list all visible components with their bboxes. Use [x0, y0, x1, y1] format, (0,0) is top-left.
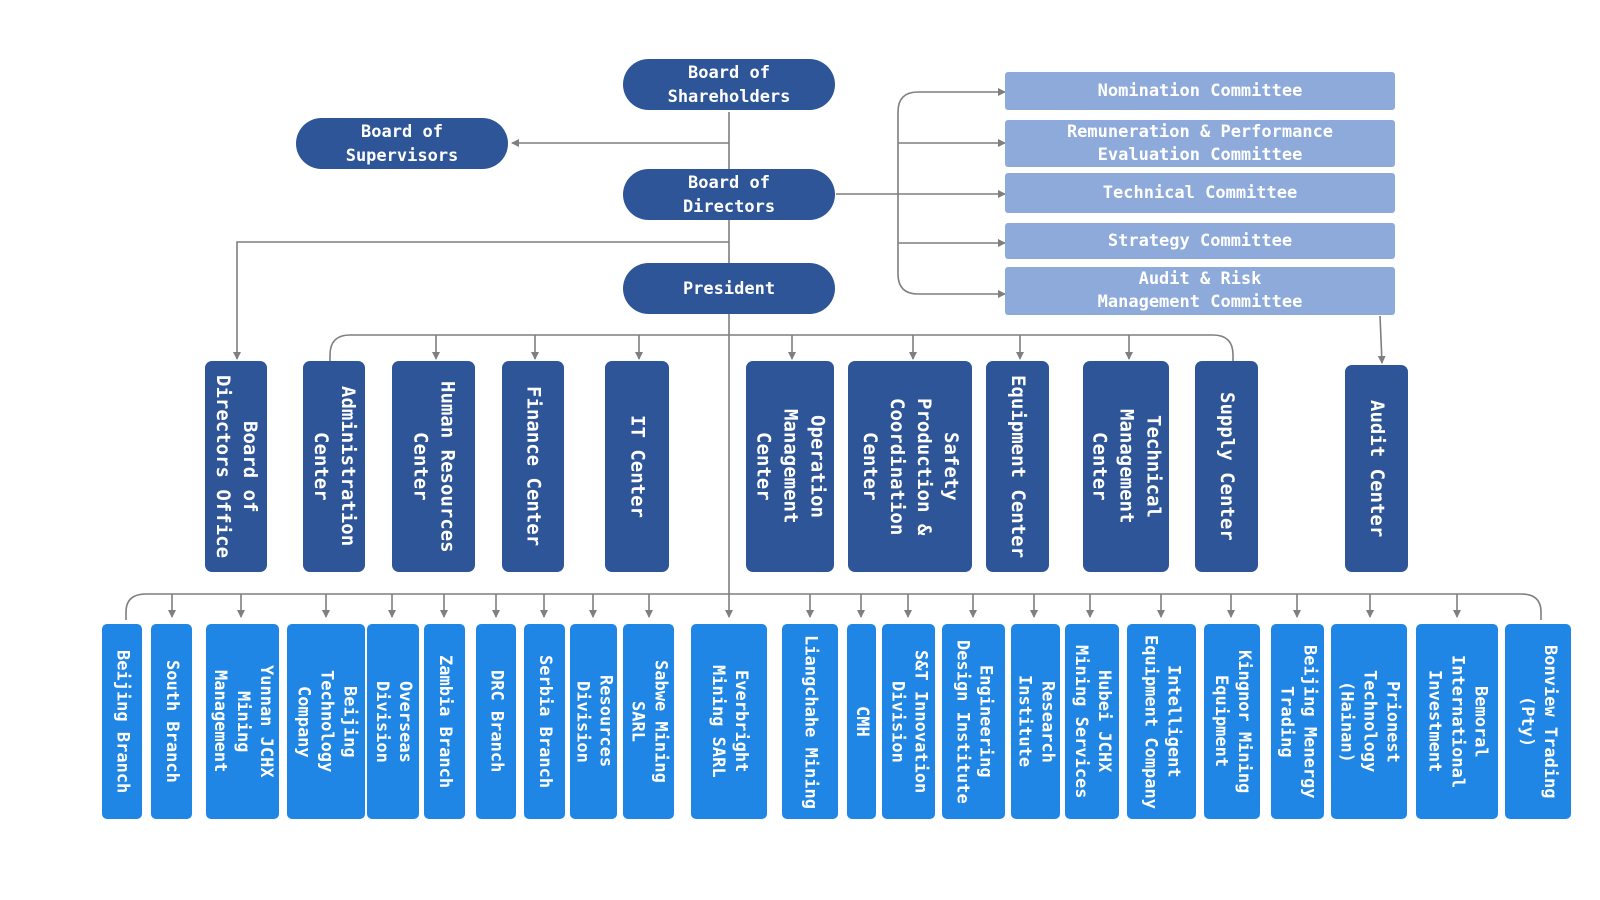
center-administration: Administration Center [303, 361, 365, 572]
unit-cmh: CMH [847, 624, 876, 819]
unit-label: South Branch [162, 660, 182, 783]
unit-st-innovation: S&T Innovation Division [882, 624, 935, 819]
unit-hubei-jchx: Hubei JCHX Mining Services [1065, 624, 1119, 819]
unit-liangchahe-mining: Liangchahe Mining [782, 624, 838, 819]
unit-research-institute: Research Institute [1011, 624, 1060, 819]
committee-audit-risk: Audit & Risk Management Committee [1005, 267, 1395, 315]
center-label: IT Center [626, 415, 649, 518]
center-label: Safety Production & Coordination Center [859, 397, 962, 536]
board-of-supervisors-label: Board of Supervisors [345, 121, 459, 166]
unit-label: Hubei JCHX Mining Services [1071, 644, 1114, 799]
unit-prionest-technology: Prionest Technology (Hainan) [1331, 624, 1407, 819]
unit-everbright-mining: Everbright Mining SARL [691, 624, 767, 819]
unit-label: S&T Innovation Division [887, 649, 931, 794]
unit-label: Beijing Technology Company [293, 670, 360, 773]
center-human-resources: Human Resources Center [392, 361, 475, 572]
unit-engineering-design: Engineering Design Institute [942, 624, 1005, 819]
unit-beijing-technology: Beijing Technology Company [287, 624, 365, 819]
unit-yunnan-jchx: Yunnan JCHX Mining Management [206, 624, 279, 819]
unit-label: Overseas Division [372, 680, 415, 763]
unit-zambia-branch: Zambia Branch [424, 624, 465, 819]
unit-resources-division: Resources Division [570, 624, 617, 819]
center-it: IT Center [605, 361, 669, 572]
unit-label: Sabwe Mining SARL [627, 660, 671, 783]
unit-label: Engineering Design Institute [952, 639, 996, 804]
unit-serbia-branch: Serbia Branch [524, 624, 565, 819]
unit-bemoral-international: Bemoral International Investment [1416, 624, 1498, 819]
committee-label: Remuneration & Performance Evaluation Co… [1066, 121, 1334, 165]
unit-overseas-division: Overseas Division [367, 624, 419, 819]
center-technical-management: Technical Management Center [1083, 361, 1169, 572]
committee-remuneration: Remuneration & Performance Evaluation Co… [1005, 120, 1395, 167]
center-operation-management: Operation Management Center [746, 361, 834, 572]
center-label: Equipment Center [1007, 374, 1029, 559]
center-label: Finance Center [522, 386, 545, 547]
center-label: Technical Management Center [1088, 409, 1165, 524]
unit-label: Bonview Trading (Pty) [1517, 644, 1560, 799]
center-board-of-directors-office: Board of Directors Office [205, 361, 267, 572]
unit-label: Beijing Menergy Trading [1276, 644, 1320, 799]
unit-label: Prionest Technology (Hainan) [1336, 670, 1403, 773]
center-label: Board of Directors Office [212, 374, 261, 559]
unit-label: Research Institute [1014, 675, 1058, 768]
center-equipment: Equipment Center [986, 361, 1049, 572]
committee-nomination: Nomination Committee [1005, 72, 1395, 110]
committee-label: Audit & Risk Management Committee [1097, 269, 1303, 312]
unit-drc-branch: DRC Branch [476, 624, 516, 819]
unit-intelligent-equipment: Intelligent Equipment Company [1127, 624, 1196, 819]
unit-label: Yunnan JCHX Mining Management [210, 665, 276, 778]
unit-label: Resources Division [572, 675, 616, 768]
unit-beijing-branch: Beijing Branch [102, 624, 142, 819]
center-audit: Audit Center [1345, 365, 1408, 572]
unit-label: Intelligent Equipment Company [1140, 634, 1184, 809]
center-label: Supply Center [1216, 392, 1238, 541]
unit-label: CMH [852, 706, 872, 737]
centers-bus [329, 334, 1234, 363]
board-of-shareholders-label: Board of Shareholders [667, 62, 791, 107]
committee-label: Strategy Committee [1107, 230, 1293, 251]
center-safety-production: Safety Production & Coordination Center [848, 361, 972, 572]
unit-label: Beijing Branch [112, 649, 133, 794]
link-audit-center [1377, 315, 1386, 364]
president: President [623, 263, 835, 314]
board-of-directors-label: Board of Directors [682, 172, 776, 217]
unit-south-branch: South Branch [151, 624, 192, 819]
link-bod-office [233, 241, 729, 360]
units-bus [125, 593, 1542, 620]
board-of-shareholders: Board of Shareholders [623, 59, 835, 110]
unit-kingnor-mining: Kingnor Mining Equipment [1204, 624, 1260, 819]
unit-label: Kingnor Mining Equipment [1211, 649, 1254, 794]
unit-label: Everbright Mining SARL [708, 665, 751, 778]
center-label: Administration Center [310, 386, 359, 547]
center-finance: Finance Center [502, 361, 564, 572]
unit-label: DRC Branch [486, 670, 507, 773]
unit-label: Zambia Branch [435, 654, 455, 789]
president-label: President [682, 278, 776, 299]
committee-strategy: Strategy Committee [1005, 223, 1395, 259]
center-supply: Supply Center [1195, 361, 1258, 572]
center-label: Audit Center [1366, 399, 1388, 538]
unit-bonview-trading: Bonview Trading (Pty) [1505, 624, 1571, 819]
unit-sabwe-mining: Sabwe Mining SARL [623, 624, 674, 819]
center-label: Operation Management Center [752, 409, 829, 524]
unit-label: Bemoral International Investment [1424, 654, 1491, 789]
unit-beijing-menergy: Beijing Menergy Trading [1271, 624, 1324, 819]
board-of-supervisors: Board of Supervisors [296, 118, 508, 169]
committee-technical: Technical Committee [1005, 173, 1395, 213]
unit-label: Liangchahe Mining [800, 634, 821, 809]
unit-label: Serbia Branch [535, 654, 555, 789]
board-of-directors: Board of Directors [623, 169, 835, 220]
committee-label: Nomination Committee [1097, 80, 1303, 101]
center-label: Human Resources Center [409, 380, 459, 553]
committee-label: Technical Committee [1102, 182, 1298, 203]
